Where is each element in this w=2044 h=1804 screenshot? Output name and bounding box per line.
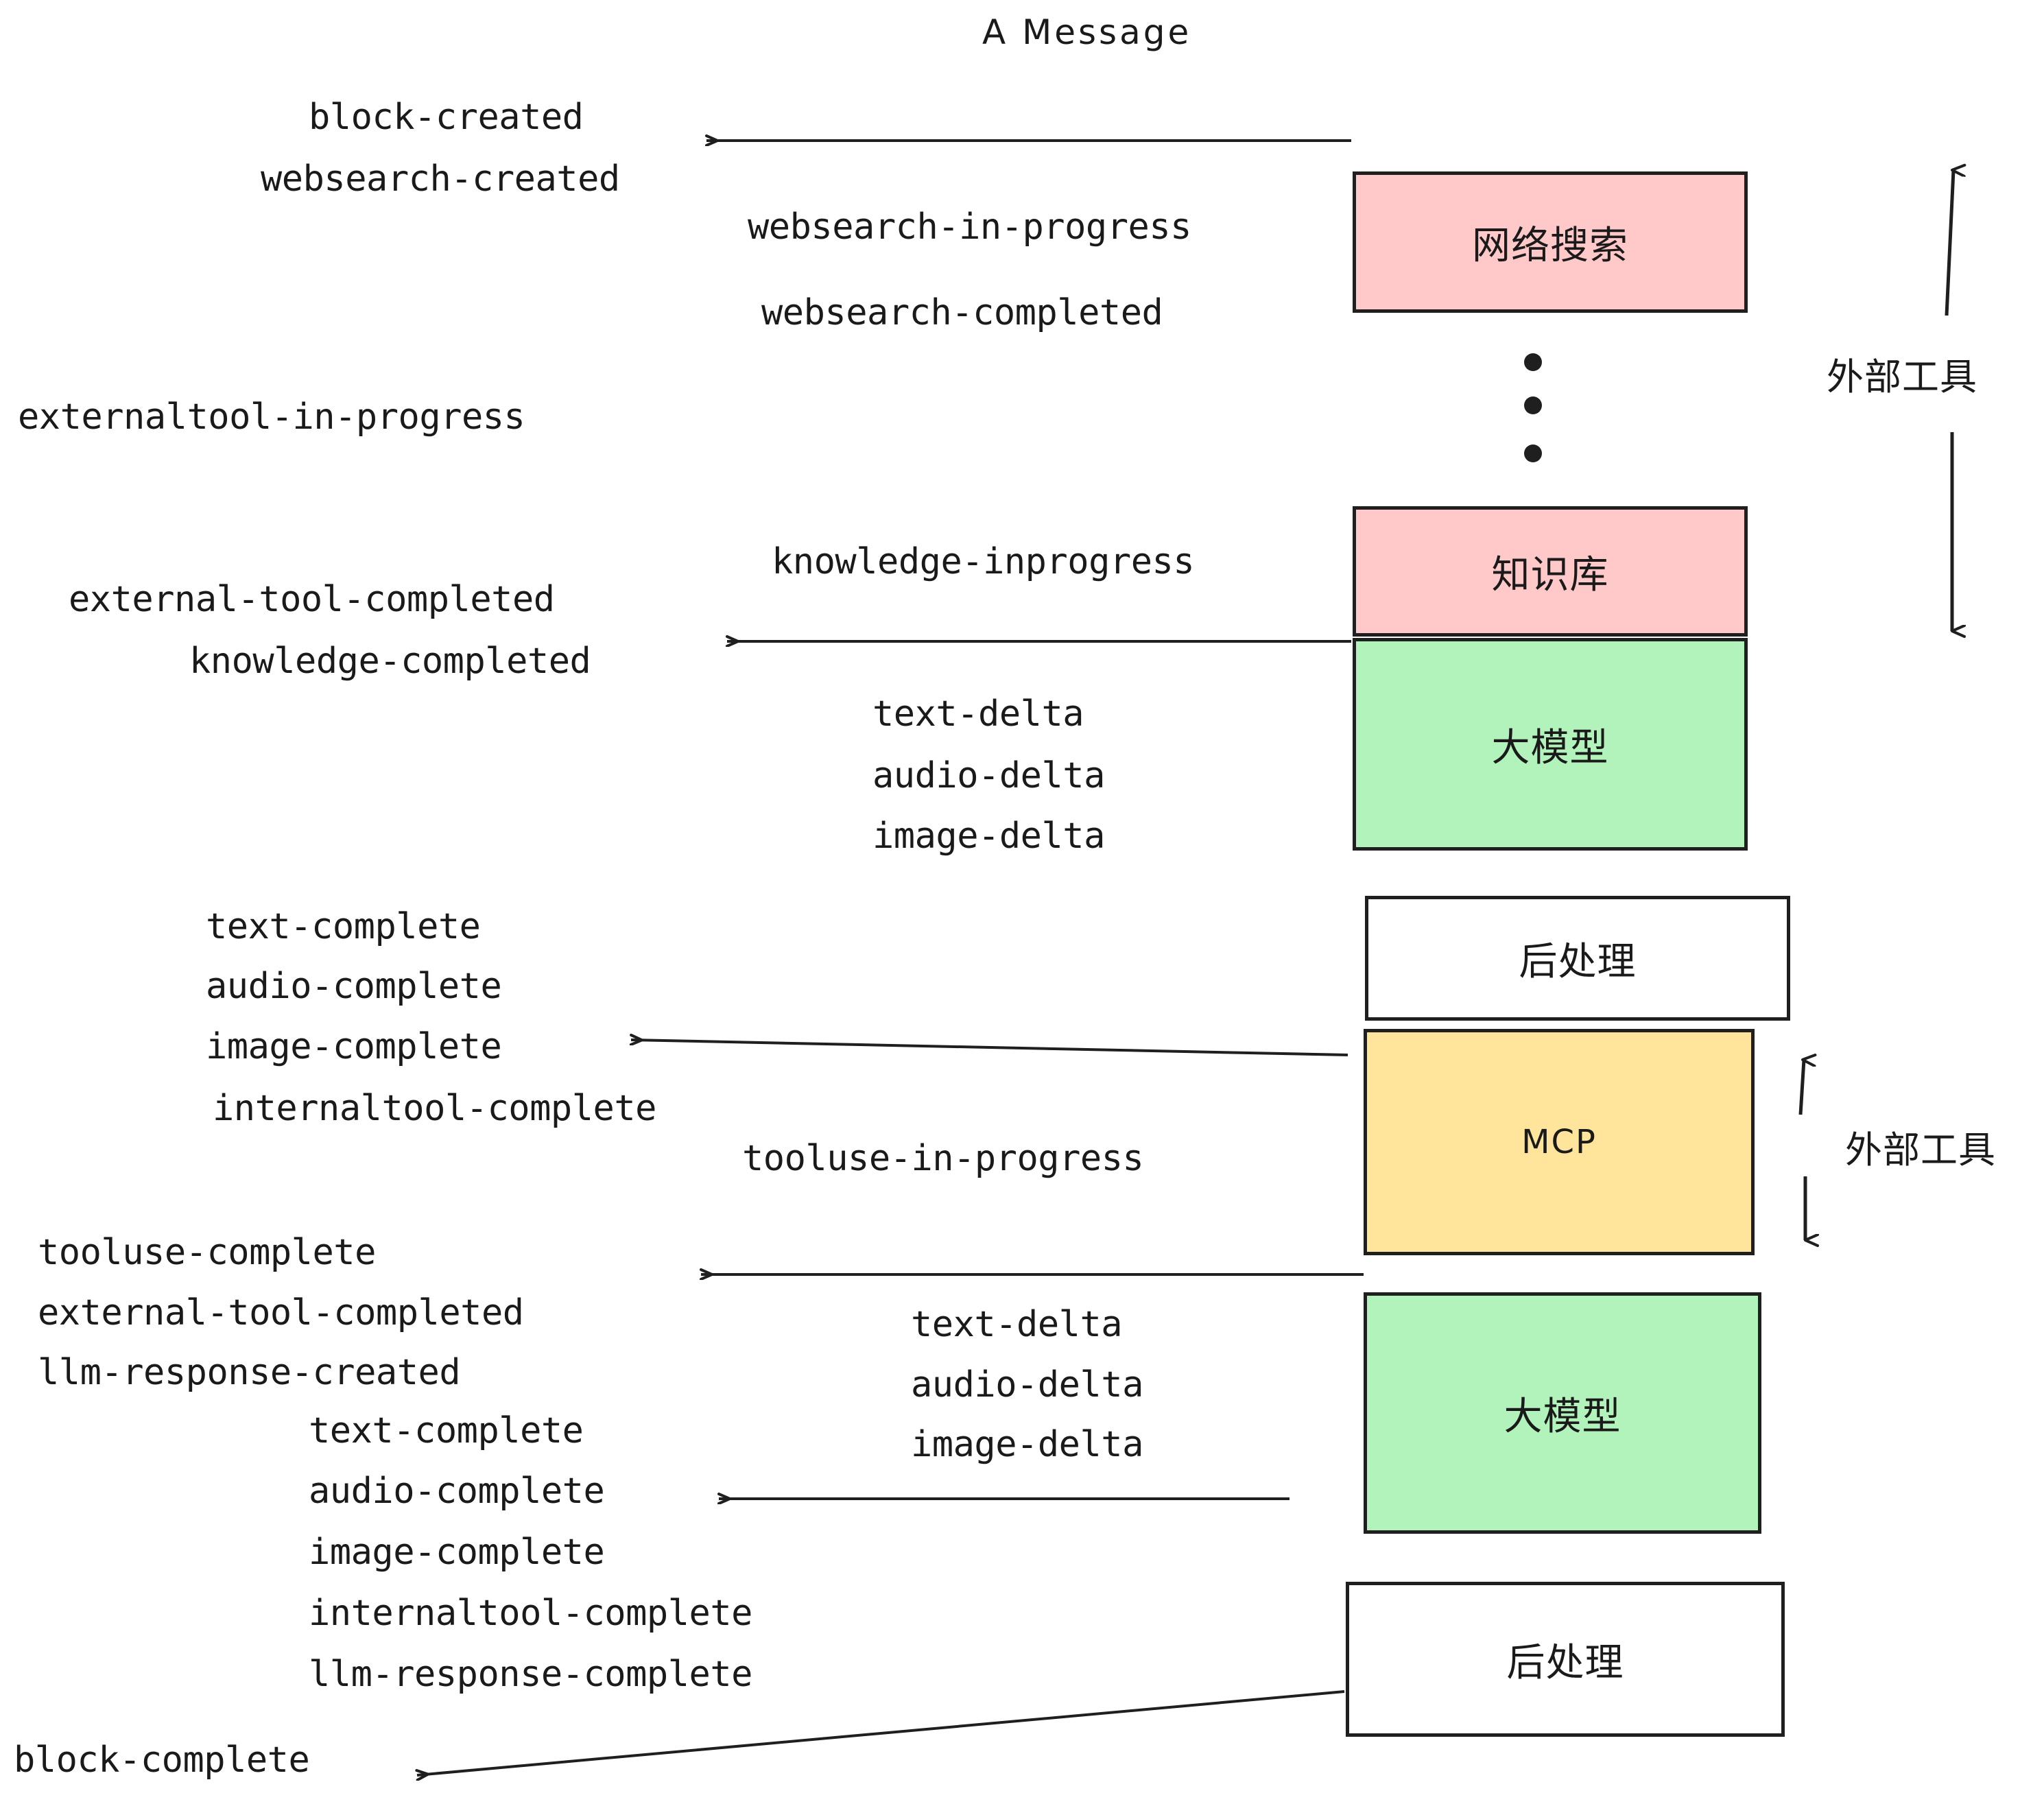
event-audio-complete-2: audio-complete <box>309 1471 605 1512</box>
event-internaltool-complete-1: internaltool-complete <box>213 1088 656 1129</box>
event-block-created: block-created <box>309 97 584 138</box>
node-mcp[interactable]: MCP <box>1364 1029 1755 1255</box>
event-internaltool-complete-2: internaltool-complete <box>309 1593 752 1634</box>
page-title: A Message <box>982 12 1192 52</box>
arrow-postprocess-to-image-complete <box>631 1040 1348 1056</box>
arrow-external-tools-top-up <box>1945 170 1953 316</box>
event-external-tool-completed-1: external-tool-completed <box>69 579 555 620</box>
event-tooluse-in-progress: tooluse-in-progress <box>742 1138 1144 1179</box>
node-llm-second-label: 大模型 <box>1504 1394 1621 1439</box>
node-postprocess-second[interactable]: 后处理 <box>1346 1582 1785 1737</box>
node-llm-first[interactable]: 大模型 <box>1353 638 1748 851</box>
event-audio-delta-2: audio-delta <box>911 1364 1143 1405</box>
event-websearch-completed: websearch-completed <box>761 292 1163 333</box>
event-text-complete-1: text-complete <box>206 906 481 947</box>
side-label-external-tools-top: 外部工具 <box>1827 355 1977 399</box>
side-label-external-tools-bottom: 外部工具 <box>1845 1128 1996 1172</box>
event-audio-delta-1: audio-delta <box>872 755 1105 796</box>
event-image-complete-2: image-complete <box>309 1532 605 1573</box>
node-mcp-label: MCP <box>1521 1123 1597 1161</box>
event-knowledge-inprogress: knowledge-inprogress <box>772 541 1195 582</box>
event-websearch-in-progress: websearch-in-progress <box>748 206 1191 248</box>
ellipsis-dot-2 <box>1524 396 1542 414</box>
event-audio-complete-1: audio-complete <box>206 966 502 1007</box>
event-image-complete-1: image-complete <box>206 1026 502 1067</box>
arrow-postprocess-to-block-complete <box>417 1690 1345 1775</box>
event-llm-response-complete: llm-response-complete <box>309 1654 752 1695</box>
event-text-delta-1: text-delta <box>872 693 1084 735</box>
event-externaltool-in-progress: externaltool-in-progress <box>18 396 525 438</box>
node-postprocess-second-label: 后处理 <box>1506 1640 1624 1685</box>
event-llm-response-created: llm-response-created <box>38 1352 461 1393</box>
event-image-delta-2: image-delta <box>911 1424 1143 1465</box>
node-postprocess-first[interactable]: 后处理 <box>1365 896 1790 1021</box>
event-websearch-created: websearch-created <box>261 158 620 200</box>
event-external-tool-completed-2: external-tool-completed <box>38 1292 524 1333</box>
event-text-delta-2: text-delta <box>911 1304 1123 1345</box>
event-block-complete: block-complete <box>14 1740 310 1781</box>
arrow-external-tools-bottom-up <box>1798 1060 1804 1115</box>
node-llm-first-label: 大模型 <box>1491 725 1609 770</box>
node-knowledge-base[interactable]: 知识库 <box>1353 506 1748 637</box>
node-knowledge-base-label: 知识库 <box>1491 552 1609 597</box>
event-text-complete-2: text-complete <box>309 1410 584 1451</box>
node-postprocess-first-label: 后处理 <box>1519 939 1637 984</box>
node-websearch[interactable]: 网络搜索 <box>1353 171 1748 313</box>
ellipsis-dot-3 <box>1524 444 1542 462</box>
event-tooluse-complete: tooluse-complete <box>38 1232 376 1273</box>
node-llm-second[interactable]: 大模型 <box>1364 1292 1761 1534</box>
node-websearch-label: 网络搜索 <box>1472 223 1628 268</box>
ellipsis-dot-1 <box>1524 353 1542 371</box>
event-image-delta-1: image-delta <box>872 816 1105 857</box>
event-knowledge-completed: knowledge-completed <box>189 641 591 682</box>
